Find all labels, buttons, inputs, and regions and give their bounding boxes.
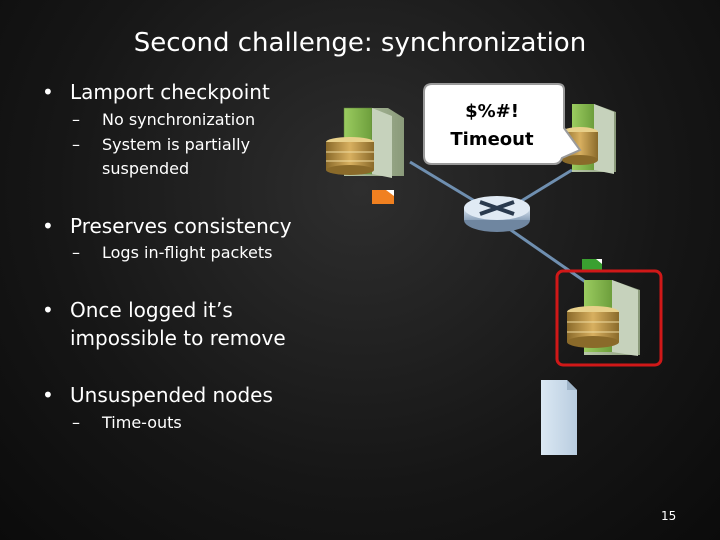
sub-bullet-text: No synchronization <box>102 110 256 129</box>
bullet-preserves-consistency: • Preserves consistency <box>42 212 292 240</box>
bullet-dot-icon: • <box>42 383 54 407</box>
sub-bullet-text: Logs in-flight packets <box>102 243 273 262</box>
bullet-text: Unsuspended nodes <box>70 383 273 407</box>
sub-bullet-no-synchronization: – No synchronization <box>72 108 256 132</box>
bullet-text: Preserves consistency <box>70 214 292 238</box>
sub-bullet-time-outs: – Time-outs <box>72 411 182 435</box>
bullet-unsuspended-nodes: • Unsuspended nodes <box>42 381 273 409</box>
server-bottom-icon <box>567 280 640 356</box>
network-link <box>409 160 479 205</box>
bullet-dot-icon: • <box>42 80 54 104</box>
dash-icon: – <box>72 135 80 154</box>
network-link <box>504 224 591 287</box>
bullet-impossible-to-remove: • Once logged it’s impossible to remove <box>42 296 300 352</box>
server-right-icon <box>562 104 616 174</box>
page-number: 15 <box>661 509 677 523</box>
callout-text: $%#! Timeout <box>450 101 534 150</box>
timeout-callout <box>423 83 582 165</box>
sub-bullet-text: System is partially suspended <box>102 135 251 178</box>
bullet-lamport-checkpoint: • Lamport checkpoint <box>42 78 270 106</box>
sub-bullet-partially-suspended: – System is partially suspended <box>72 133 282 181</box>
packet-green-icon <box>582 259 602 271</box>
packet-orange-icon <box>372 190 394 204</box>
document-icon <box>541 380 577 455</box>
bullet-dot-icon: • <box>42 298 54 322</box>
slide-title: Second challenge: synchronization <box>133 28 587 58</box>
router-icon <box>464 196 530 232</box>
bullet-dot-icon: • <box>42 214 54 238</box>
dash-icon: – <box>72 413 80 432</box>
highlight-box <box>555 269 663 367</box>
bullet-text: Once logged it’s impossible to remove <box>70 298 286 350</box>
server-left-icon <box>326 107 404 178</box>
dash-icon: – <box>72 110 80 129</box>
network-link <box>517 168 573 205</box>
dash-icon: – <box>72 243 80 262</box>
sub-bullet-logs-packets: – Logs in-flight packets <box>72 241 273 265</box>
bullet-text: Lamport checkpoint <box>70 80 270 104</box>
sub-bullet-text: Time-outs <box>102 413 182 432</box>
